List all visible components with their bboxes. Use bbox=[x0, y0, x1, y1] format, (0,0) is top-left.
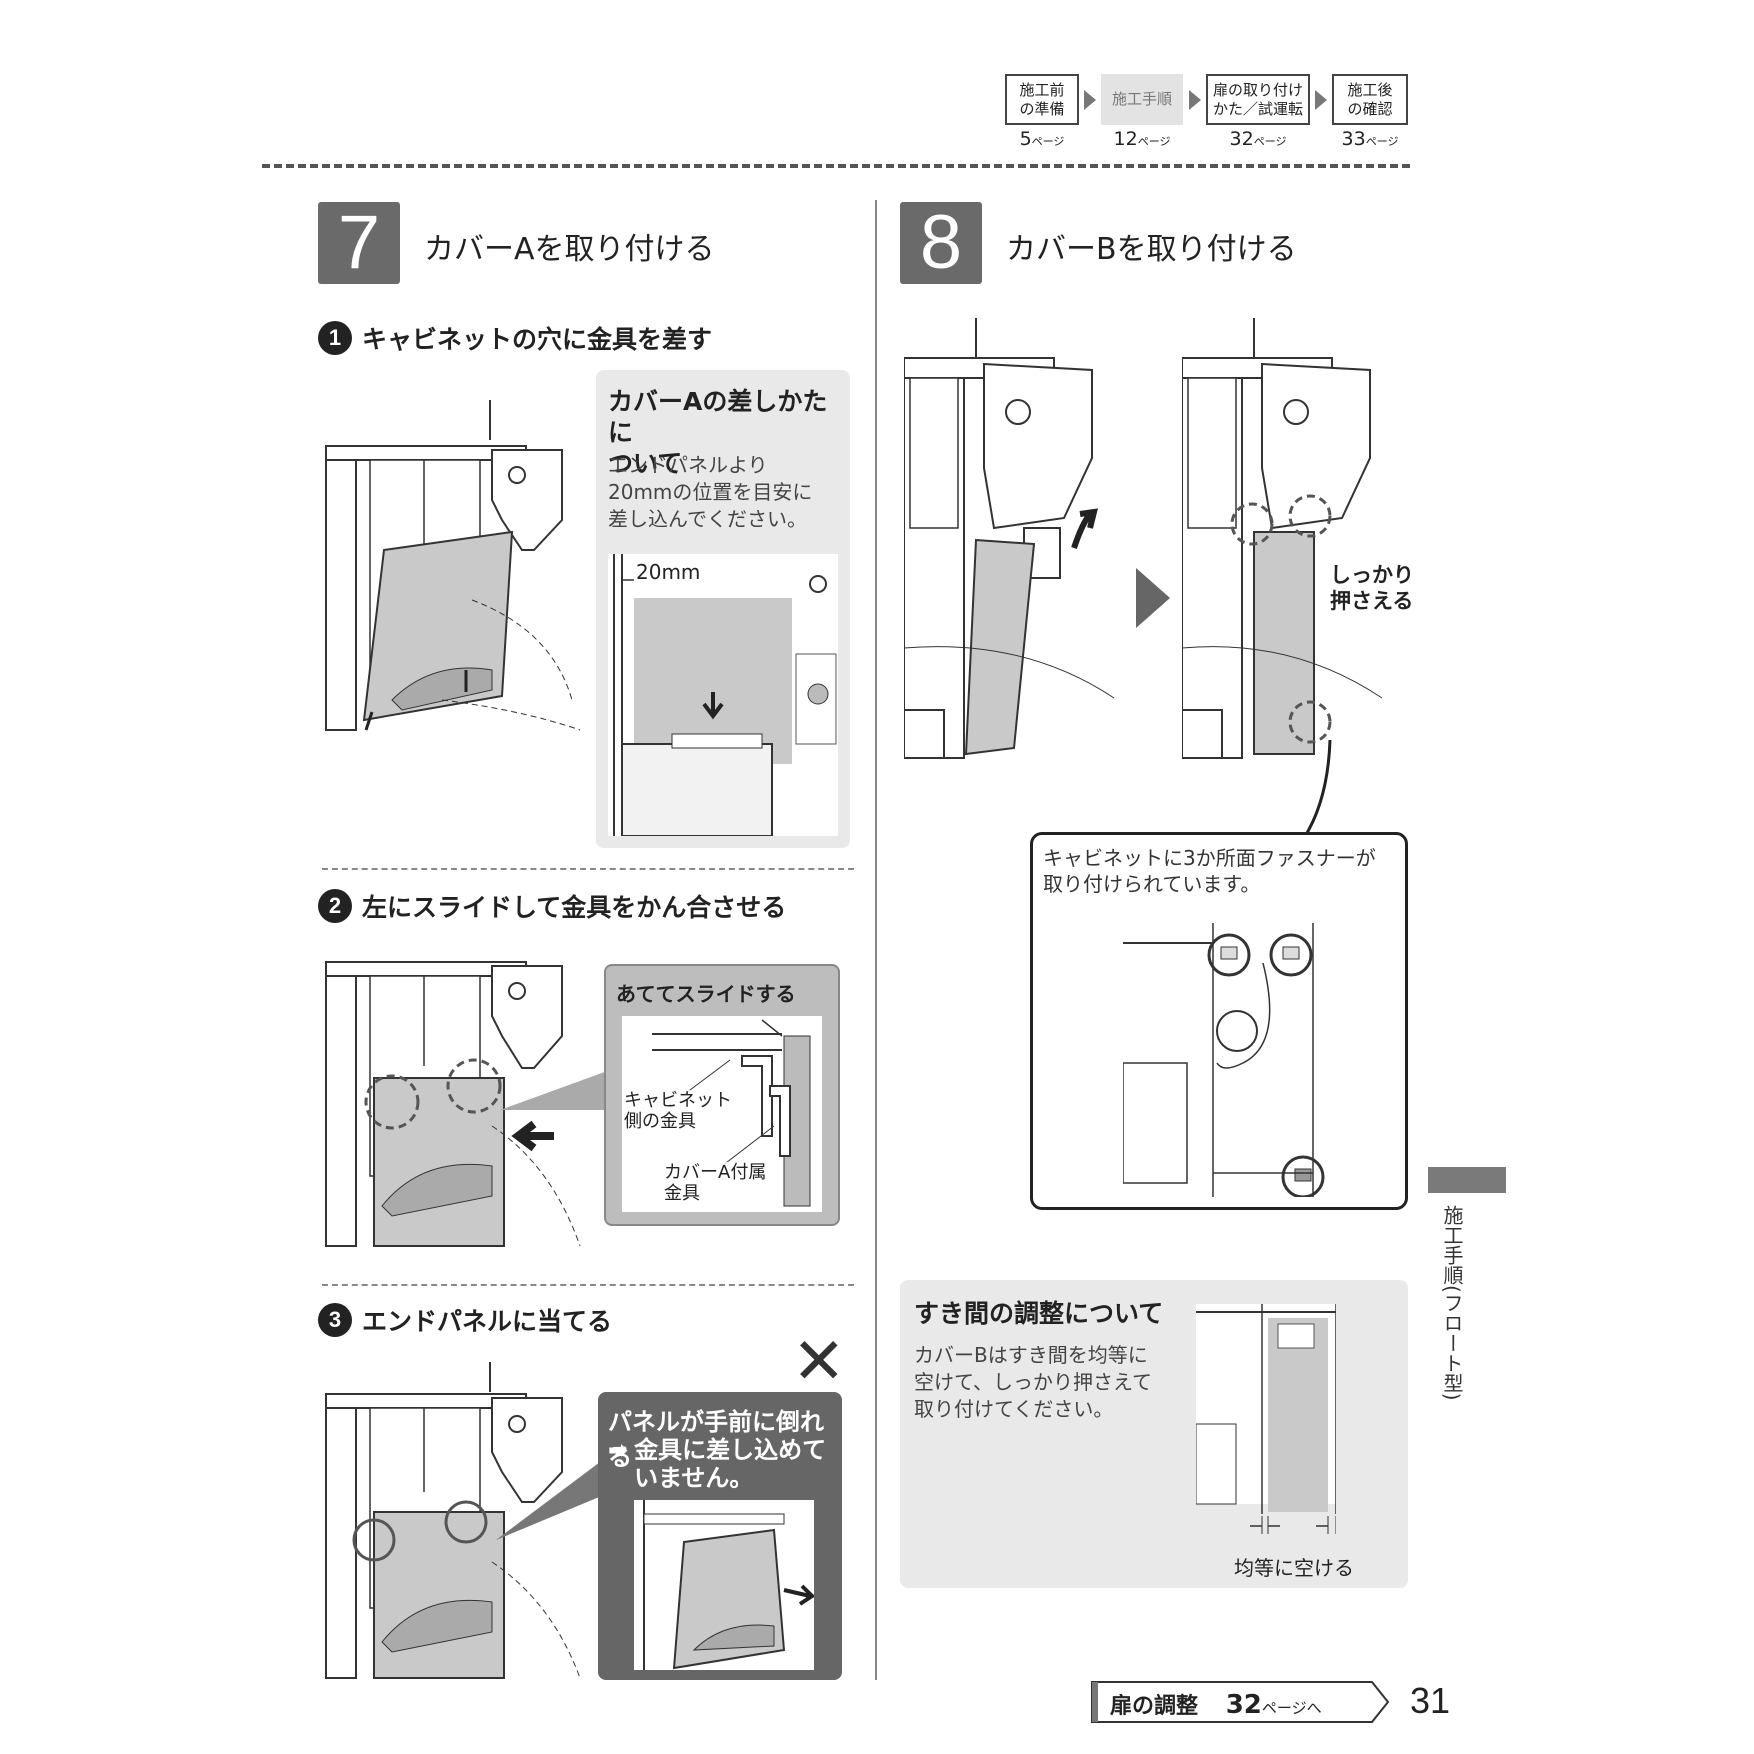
panel-fallen-diagram bbox=[634, 1500, 814, 1670]
section-tab-marker bbox=[1428, 1167, 1506, 1193]
substep-1-heading: 1 キャビネットの穴に金具を差す bbox=[318, 320, 712, 356]
cabinet-bracket-label: キャビネット 側の金具 bbox=[624, 1090, 732, 1132]
page-number: 31 bbox=[1410, 1680, 1451, 1721]
cabinet-illustration-2 bbox=[325, 961, 581, 1247]
slide-detail-title: あててスライドする bbox=[616, 982, 796, 1006]
nav-arrow-icon bbox=[1084, 90, 1096, 110]
cabinet-illustration-3 bbox=[325, 1362, 581, 1679]
gap-adjustment-title: すき間の調整について bbox=[914, 1299, 1164, 1328]
cover-a-insert-title: カバーAの差しかたに ついて bbox=[608, 387, 828, 478]
incorrect-x-icon: ✕ bbox=[792, 1325, 846, 1399]
press-firmly-label: しっかり 押さえる bbox=[1330, 563, 1414, 613]
step-8-title: カバーBを取り付ける bbox=[1006, 232, 1297, 267]
door-adjust-link-text: 扉の調整 32ページへ bbox=[1110, 1690, 1322, 1720]
header-divider bbox=[262, 164, 1410, 168]
cover-a-insert-text: エンドパネルより 20mmの位置を目安に 差し込んでください。 bbox=[608, 453, 813, 531]
nav-step-prep[interactable]: 施工前 の準備 bbox=[1005, 74, 1079, 125]
nav-arrow-icon bbox=[1189, 90, 1201, 110]
warning-text: 金具に差し込めて いません。 bbox=[634, 1436, 827, 1492]
step-7-title: カバーAを取り付ける bbox=[424, 232, 715, 267]
fastener-location-diagram bbox=[1123, 923, 1325, 1197]
substep-2-number: 2 bbox=[318, 889, 352, 923]
arrow-right-icon: ➡ bbox=[608, 1436, 629, 1464]
substep-divider bbox=[322, 1284, 854, 1286]
callout-pointer bbox=[496, 1450, 616, 1540]
fastener-note-text: キャビネットに3か所面ファスナーが 取り付けられています。 bbox=[1043, 846, 1376, 896]
dimension-20mm: 20mm bbox=[636, 560, 701, 584]
fastener-note-box: キャビネットに3か所面ファスナーが 取り付けられています。 bbox=[1030, 832, 1408, 1210]
gap-adjustment-info: すき間の調整について カバーBはすき間を均等に 空けて、しっかり押さえて 取り付… bbox=[900, 1280, 1408, 1588]
nav-step-check[interactable]: 施工後 の確認 bbox=[1332, 74, 1408, 125]
substep-3-number: 3 bbox=[318, 1303, 352, 1337]
substep-2-text: 左にスライドして金具をかん合させる bbox=[362, 893, 787, 922]
gap-diagram bbox=[1196, 1304, 1336, 1534]
nav-page-check: 33ページ bbox=[1341, 128, 1399, 150]
nav-arrow-icon bbox=[1315, 90, 1327, 110]
link-arrow-shape bbox=[1091, 1681, 1390, 1723]
callout-pointer bbox=[500, 1070, 610, 1110]
section-tab-label: 施工手順(フロート型) bbox=[1440, 1205, 1464, 1401]
warning-box: パネルが手前に倒れる ➡ 金具に差し込めて いません。 bbox=[598, 1392, 842, 1680]
substep-3-heading: 3 エンドパネルに当てる bbox=[318, 1302, 612, 1338]
cover-b-before-illustration bbox=[904, 318, 1115, 759]
substep-1-number: 1 bbox=[318, 321, 352, 355]
substep-divider bbox=[322, 868, 854, 870]
next-arrow-icon bbox=[1136, 568, 1170, 628]
warning-title: パネルが手前に倒れる bbox=[608, 1408, 824, 1471]
step-8-number: 8 bbox=[900, 202, 982, 284]
cover-a-insert-info: カバーAの差しかたに ついて エンドパネルより 20mmの位置を目安に 差し込ん… bbox=[596, 370, 850, 848]
leader-line bbox=[1302, 740, 1332, 839]
nav-page-door: 32ページ bbox=[1229, 128, 1287, 150]
nav-page-prep: 5ページ bbox=[1019, 128, 1065, 150]
gap-adjustment-text: カバーBはすき間を均等に 空けて、しっかり押さえて 取り付けてください。 bbox=[914, 1343, 1152, 1421]
cabinet-illustration-1 bbox=[325, 400, 581, 731]
cover-bracket-label: カバーA付属 金具 bbox=[664, 1162, 767, 1204]
nav-step-procedure[interactable]: 施工手順 bbox=[1101, 74, 1183, 125]
warning-result: ➡ 金具に差し込めて いません。 bbox=[608, 1436, 826, 1492]
nav-page-procedure: 12ページ bbox=[1113, 128, 1171, 150]
substep-1-text: キャビネットの穴に金具を差す bbox=[362, 325, 713, 354]
step-7-number: 7 bbox=[318, 202, 400, 284]
slide-detail-callout: あててスライドする キャビネット 側の金具 カバーA付属 金具 bbox=[604, 964, 840, 1226]
cover-b-after-illustration bbox=[1182, 318, 1383, 759]
substep-3-text: エンドパネルに当てる bbox=[362, 1307, 613, 1336]
nav-step-door[interactable]: 扉の取り付け かた／試運転 bbox=[1206, 74, 1310, 125]
gap-label: 均等に空ける bbox=[1234, 1556, 1354, 1580]
substep-2-heading: 2 左にスライドして金具をかん合させる bbox=[318, 888, 786, 924]
insert-position-diagram bbox=[608, 554, 838, 836]
column-divider bbox=[875, 200, 877, 1680]
